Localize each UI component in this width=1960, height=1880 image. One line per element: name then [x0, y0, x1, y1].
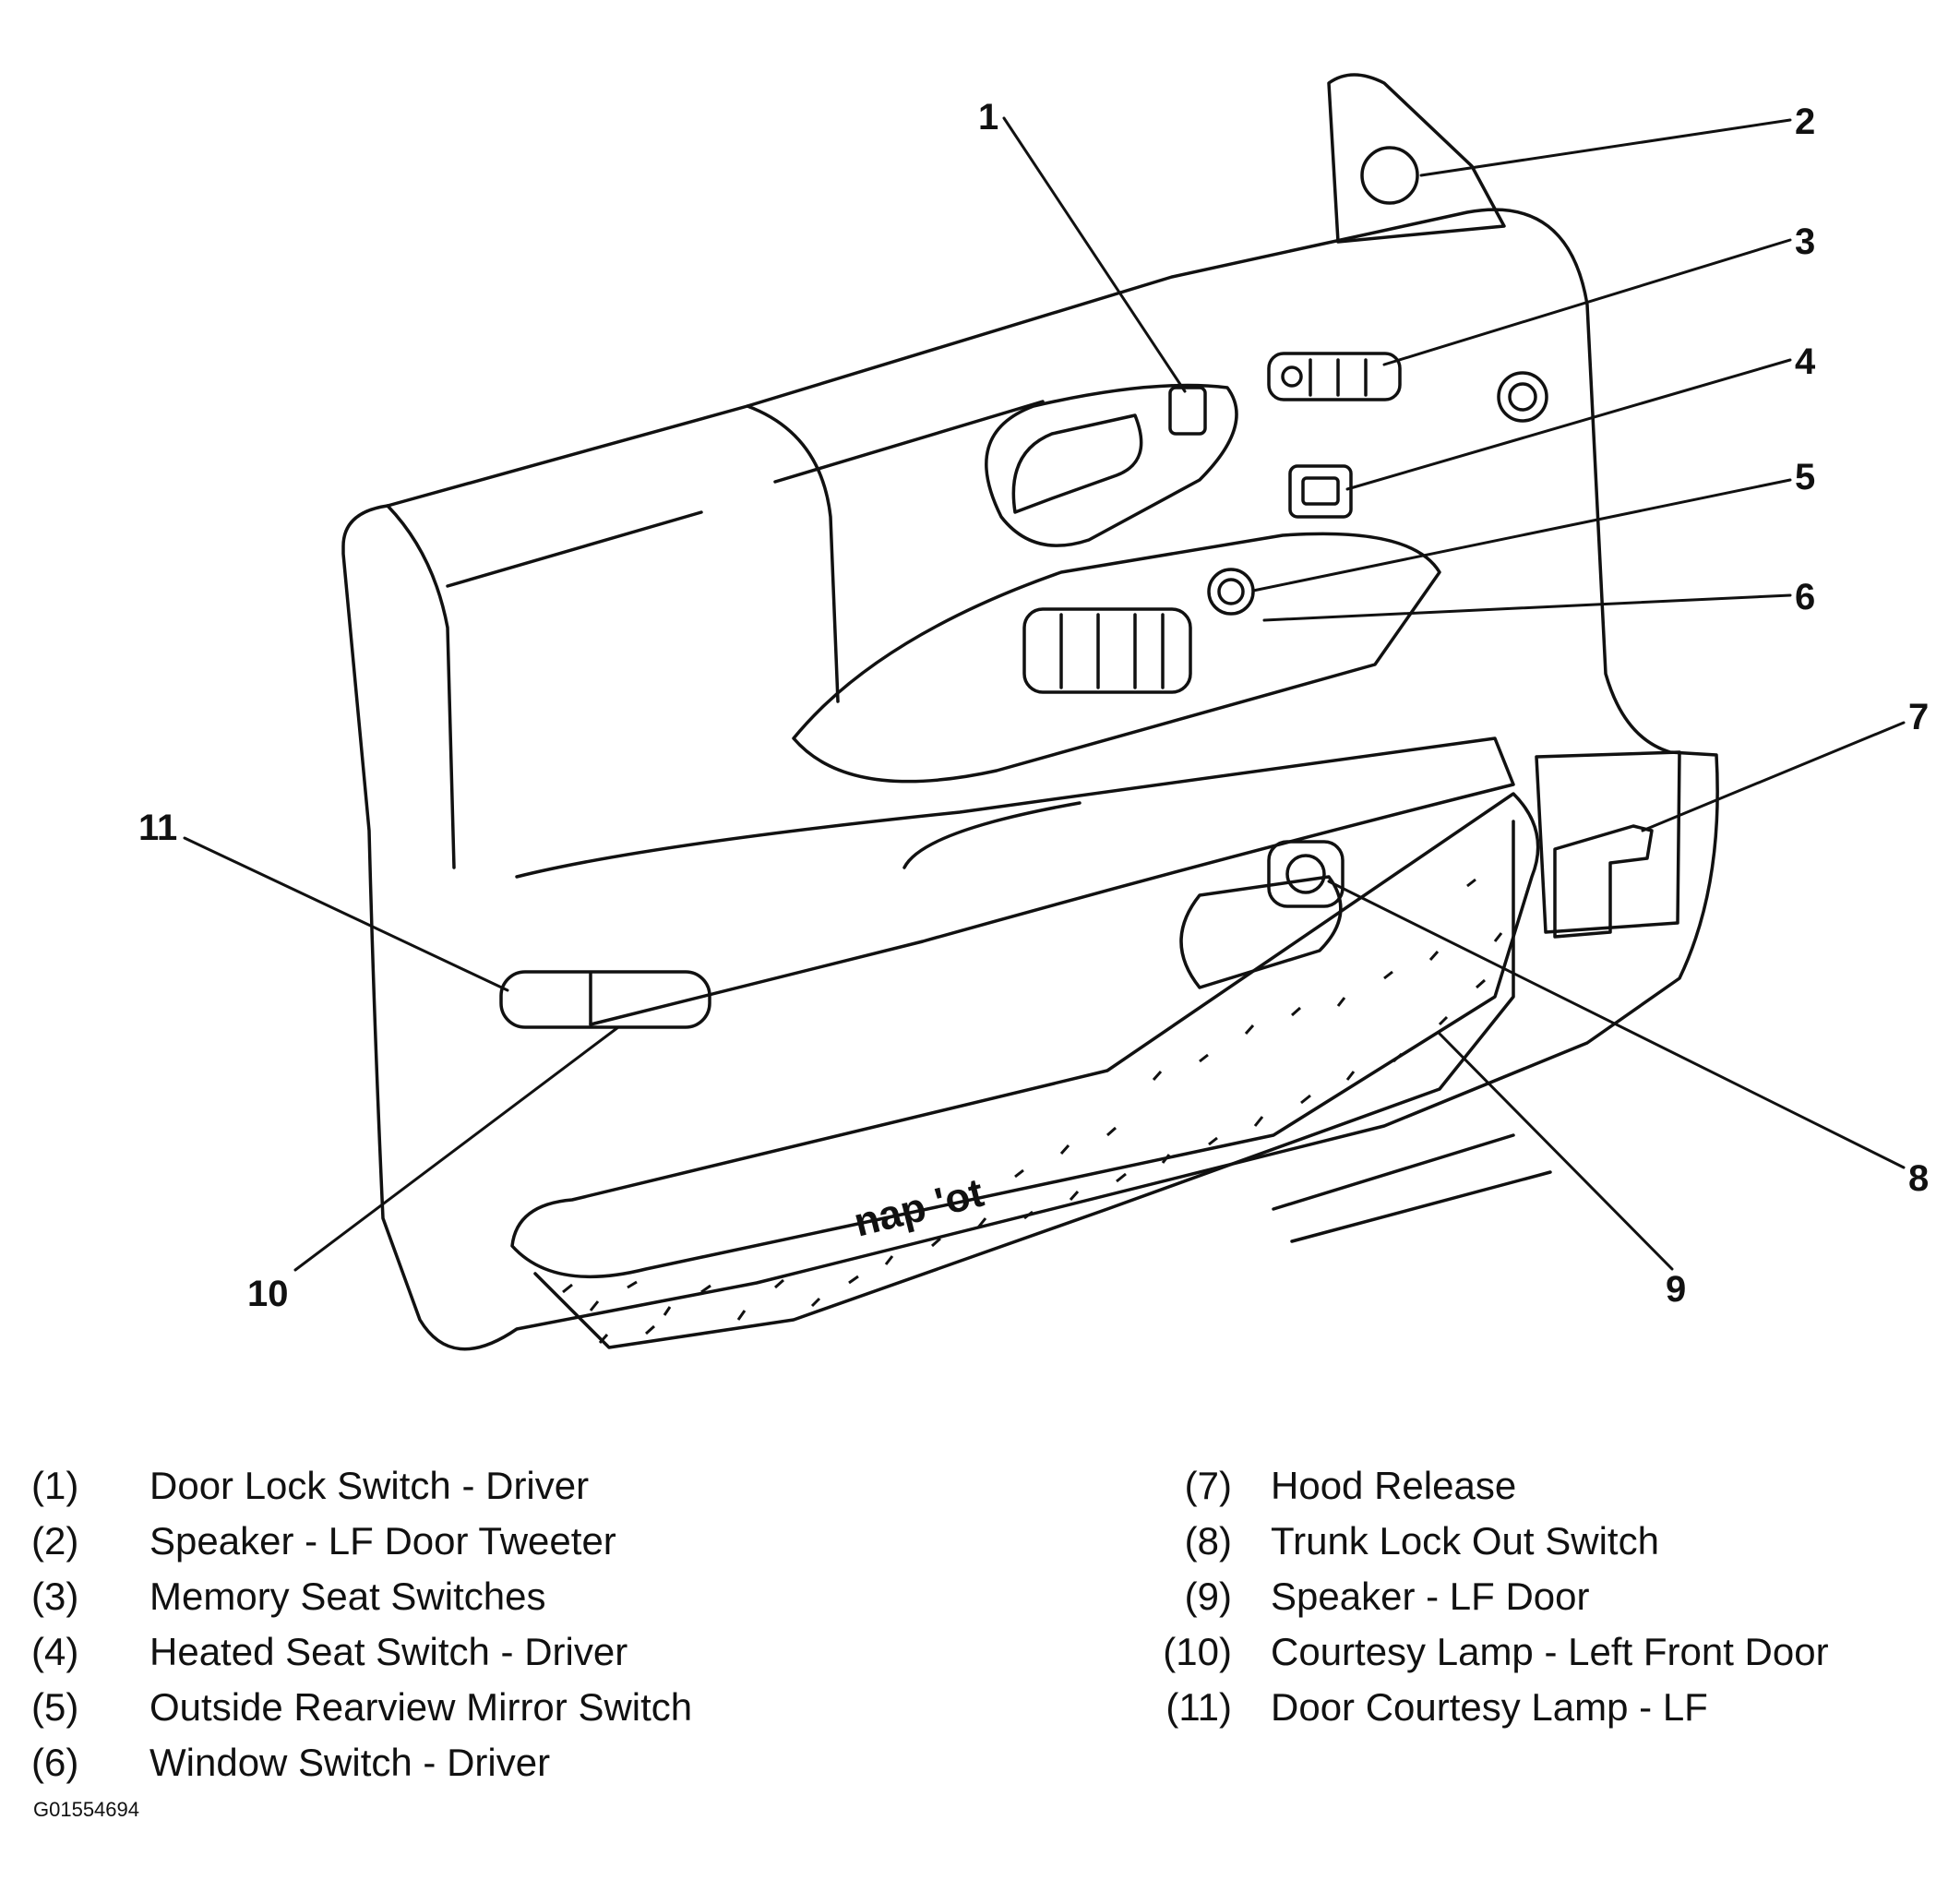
legend-label: Speaker - LF Door — [1271, 1575, 1590, 1618]
legend-number: (11) — [1165, 1685, 1232, 1729]
legend-label: Outside Rearview Mirror Switch — [149, 1685, 693, 1729]
legend-label: Speaker - LF Door Tweeter — [149, 1519, 616, 1563]
tweeter-speaker — [1360, 146, 1419, 205]
callout-number-2: 2 — [1795, 102, 1815, 142]
leader-line-1 — [1002, 116, 1187, 393]
legend-item: (6) Window Switch - Driver — [31, 1735, 692, 1790]
legend-number: (2) — [31, 1519, 79, 1563]
leader-line-7 — [1641, 721, 1906, 832]
switch-pod — [792, 532, 1441, 784]
callout-number-8: 8 — [1908, 1158, 1929, 1199]
leader-line-6 — [1262, 593, 1792, 622]
memory-seat-switch-cluster — [1267, 352, 1402, 401]
tweeter-pod — [1327, 73, 1506, 244]
callout-number-1: 1 — [978, 97, 998, 138]
callout-number-11: 11 — [138, 808, 177, 848]
side-knob — [1497, 371, 1548, 423]
legend-item: (9) Speaker - LF Door — [1130, 1569, 1829, 1624]
callout-number-10: 10 — [247, 1274, 289, 1314]
door-panel-diagram: nap 'ot 1 2 3 4 5 6 7 8 9 10 11 — [138, 73, 1929, 1351]
legend-item: (3) Memory Seat Switches — [31, 1569, 692, 1624]
pull-cup — [1179, 875, 1343, 989]
legend-item: (4) Heated Seat Switch - Driver — [31, 1624, 692, 1680]
legend-label: Hood Release — [1271, 1464, 1517, 1507]
courtesy-lamp — [499, 970, 711, 1029]
legend-item: (2) Speaker - LF Door Tweeter — [31, 1514, 692, 1569]
legend-number: (8) — [1184, 1519, 1232, 1563]
leader-line-5 — [1251, 478, 1792, 593]
legend-number: (7) — [1184, 1464, 1232, 1507]
trunk-lock-out-switch — [1267, 840, 1345, 908]
door-panel-outline — [341, 208, 1719, 1351]
legend-number: (1) — [31, 1464, 79, 1507]
leader-line-8 — [1327, 880, 1906, 1169]
heated-seat-switch — [1288, 464, 1353, 519]
legend-label: Door Courtesy Lamp - LF — [1271, 1685, 1708, 1729]
legend-item: (1) Door Lock Switch - Driver — [31, 1458, 692, 1514]
carpet-text: nap 'ot — [850, 1170, 988, 1246]
callout-number-4: 4 — [1795, 341, 1816, 382]
legend-number: (3) — [31, 1575, 79, 1618]
legend-left-column: (1) Door Lock Switch - Driver (2) Speake… — [31, 1458, 692, 1790]
callout-number-3: 3 — [1795, 222, 1815, 262]
legend-label: Window Switch - Driver — [149, 1741, 551, 1784]
leader-line-3 — [1382, 238, 1792, 366]
figure-id: G01554694 — [33, 1798, 139, 1821]
legend-item: (10) Courtesy Lamp - Left Front Door — [1130, 1624, 1829, 1680]
legend-number: (10) — [1163, 1630, 1232, 1673]
legend-label: Heated Seat Switch - Driver — [149, 1630, 628, 1673]
hood-release-handle — [1553, 824, 1654, 939]
legend-number: (5) — [31, 1685, 79, 1729]
legend-right-column: (7) Hood Release (8) Trunk Lock Out Swit… — [1130, 1458, 1829, 1735]
carpet-texture — [562, 878, 1503, 1344]
legend-item: (11) Door Courtesy Lamp - LF — [1130, 1680, 1829, 1735]
legend-label: Courtesy Lamp - Left Front Door — [1271, 1630, 1829, 1673]
legend-item: (8) Trunk Lock Out Switch — [1130, 1514, 1829, 1569]
legend-number: (9) — [1184, 1575, 1232, 1618]
inside-door-handle — [1011, 413, 1143, 514]
legend-label: Door Lock Switch - Driver — [149, 1464, 590, 1507]
legend-item: (7) Hood Release — [1130, 1458, 1829, 1514]
callout-number-7: 7 — [1908, 697, 1929, 737]
armrest — [515, 736, 1515, 1026]
callout-number-6: 6 — [1795, 577, 1815, 617]
leader-line-4 — [1345, 358, 1792, 491]
upper-trim — [386, 504, 456, 869]
door-handle-bezel — [985, 383, 1238, 547]
leader-line-9 — [1438, 1032, 1674, 1271]
legend-label: Trunk Lock Out Switch — [1271, 1519, 1659, 1563]
carpet-area — [533, 820, 1515, 1349]
callout-number-5: 5 — [1795, 457, 1815, 497]
legend-number: (4) — [31, 1630, 79, 1673]
legend-number: (6) — [31, 1741, 79, 1784]
mirror-switch — [1207, 568, 1255, 616]
hood-release-bezel — [1535, 750, 1681, 934]
window-switch-cluster — [1022, 607, 1192, 694]
callout-number-9: 9 — [1666, 1269, 1686, 1310]
leader-line-2 — [1419, 118, 1792, 177]
map-pocket — [510, 792, 1540, 1279]
legend-label: Memory Seat Switches — [149, 1575, 546, 1618]
legend-item: (5) Outside Rearview Mirror Switch — [31, 1680, 692, 1735]
door-lock-switch — [1168, 386, 1207, 436]
leader-line-10 — [293, 1025, 620, 1272]
leader-line-11 — [183, 836, 509, 992]
